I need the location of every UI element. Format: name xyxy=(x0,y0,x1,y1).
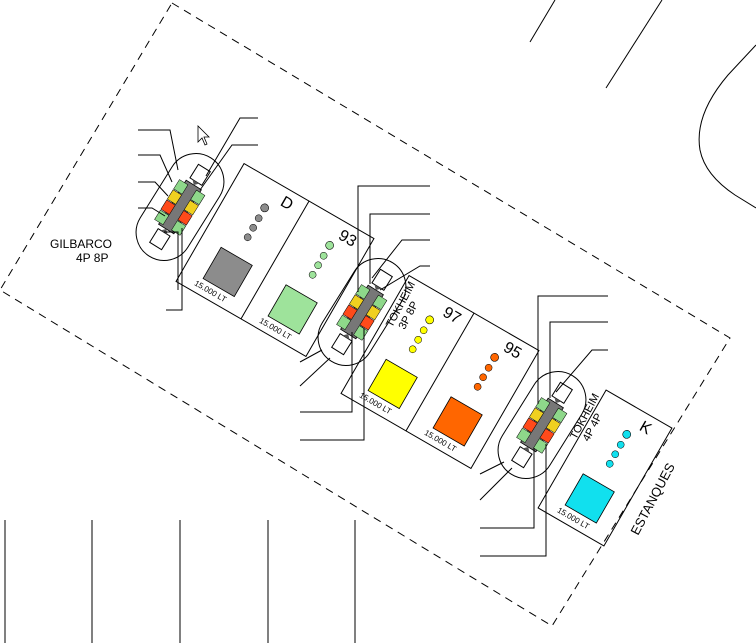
tank-label: 95 xyxy=(500,339,524,363)
estanques-label: ESTANQUES xyxy=(627,460,678,537)
dispenser-label-3: TOKHEIM 4P 4P xyxy=(568,392,605,444)
tank-d: D 15.000 LT xyxy=(193,194,296,305)
brand-line-1: GILBARCO xyxy=(50,237,112,251)
tank-label: D xyxy=(277,194,296,215)
tank-label: K xyxy=(636,418,654,438)
tank-label: 97 xyxy=(440,304,464,328)
leader-lines xyxy=(138,117,608,557)
tank-95: 95 15.000 LT xyxy=(423,339,525,454)
dispenser-label-1: GILBARCO 4P 8P xyxy=(50,237,112,265)
arrow-cursor-icon xyxy=(197,125,210,146)
tank-group-2: 97 15.000 LT 95 15.000 LT xyxy=(340,274,540,470)
tank-93: 93 15.000 LT xyxy=(258,227,360,342)
brand-line-2: 4P 8P xyxy=(76,251,108,265)
tank-label: 93 xyxy=(335,227,359,251)
road-lines xyxy=(4,0,756,643)
